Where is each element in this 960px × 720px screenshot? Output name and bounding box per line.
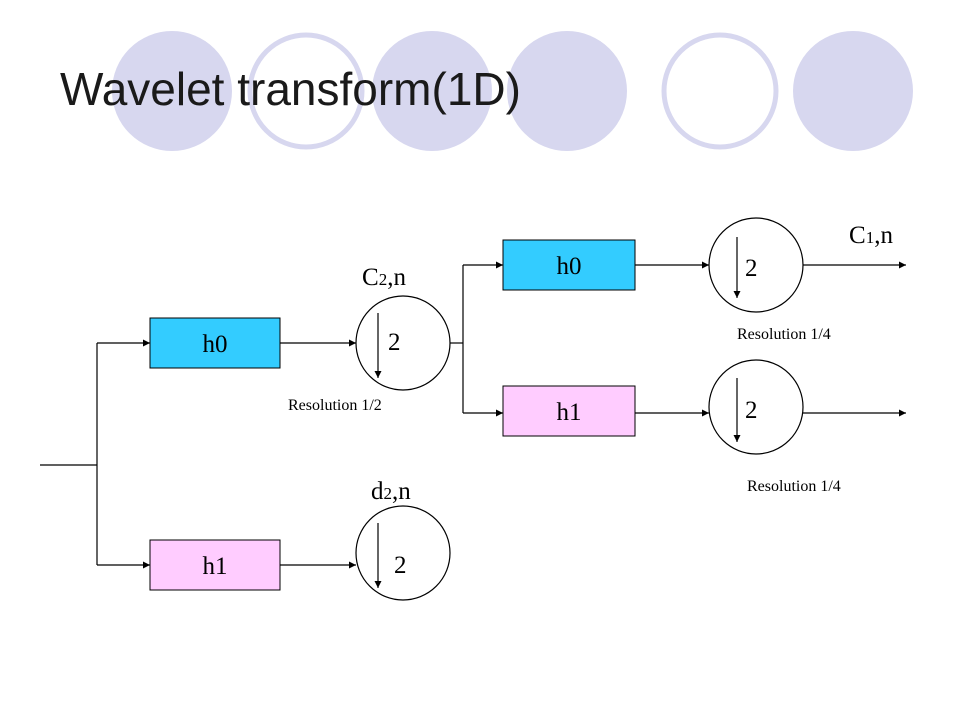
filter-h0-level2: h0	[502, 239, 636, 291]
downsample-factor: 2	[394, 552, 407, 579]
deco-circle-1	[112, 31, 232, 151]
label-d2n: d2,n	[371, 478, 411, 505]
resolution-label-level2-top: Resolution 1/4	[737, 326, 831, 343]
deco-circle-2	[247, 32, 365, 150]
resolution-label-level2-bottom: Resolution 1/4	[747, 478, 841, 495]
resolution-label-level1: Resolution 1/2	[288, 397, 382, 414]
downsample-factor: 2	[745, 255, 758, 282]
filter-label: h1	[203, 553, 228, 580]
downsampler-d2: 2	[355, 505, 451, 601]
downsample-factor: 2	[745, 397, 758, 424]
filter-label: h0	[557, 253, 582, 280]
label-c2n: C2,n	[362, 264, 406, 291]
downsampler-c2: 2	[355, 295, 451, 391]
downsampler-c1: 2	[708, 217, 804, 313]
decorative-circles	[112, 31, 913, 151]
deco-circle-4	[507, 31, 627, 151]
downsampler-d1: 2	[708, 359, 804, 455]
connections	[40, 261, 906, 569]
deco-circle-5	[661, 32, 779, 150]
filter-h1-level1: h1	[149, 539, 281, 591]
deco-circle-3	[372, 31, 492, 151]
label-c1n: C1,n	[849, 222, 893, 249]
downsample-factor: 2	[388, 329, 401, 356]
slide-title: Wavelet transform(1D)	[60, 63, 521, 115]
deco-circle-6	[793, 31, 913, 151]
filter-label: h1	[557, 399, 582, 426]
filter-h0-level1: h0	[149, 317, 281, 369]
filter-h1-level2: h1	[502, 385, 636, 437]
filter-label: h0	[203, 331, 228, 358]
